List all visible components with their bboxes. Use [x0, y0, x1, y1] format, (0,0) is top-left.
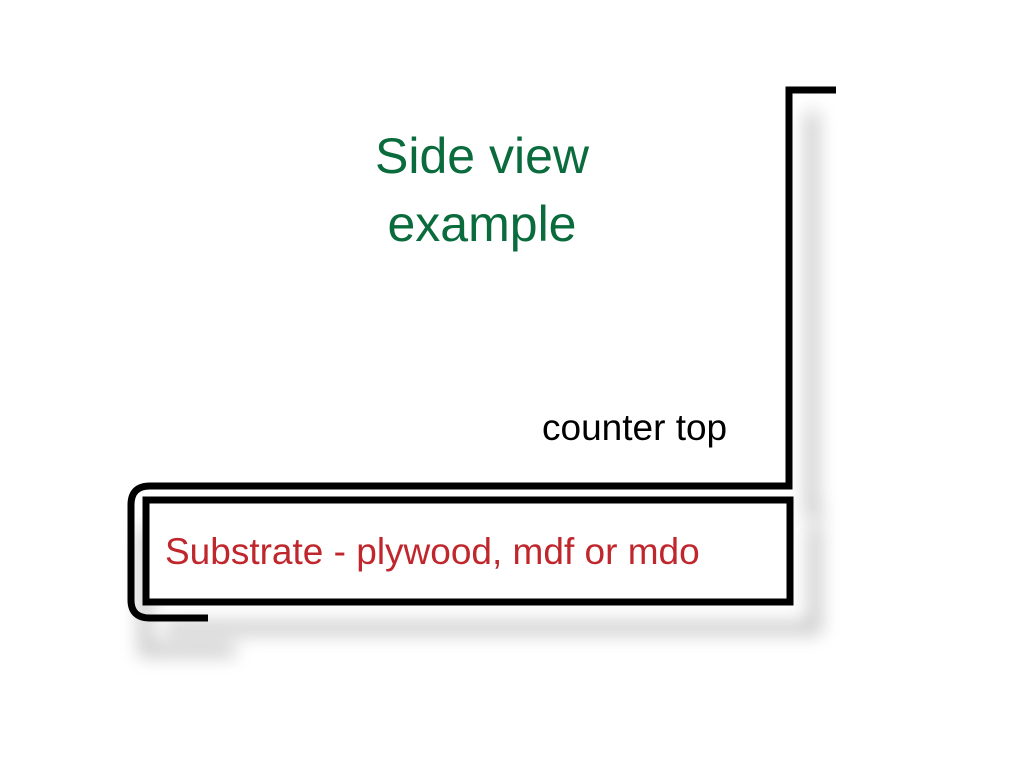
counter-top-label: counter top — [542, 407, 728, 448]
substrate-label: Substrate - plywood, mdf or mdo — [165, 531, 700, 572]
title-line-2: example — [387, 196, 577, 252]
diagram-title: Side view example — [312, 122, 652, 258]
counter-top-outline — [127, 86, 836, 622]
substrate-box — [142, 496, 794, 606]
title-line-1: Side view — [375, 128, 589, 184]
